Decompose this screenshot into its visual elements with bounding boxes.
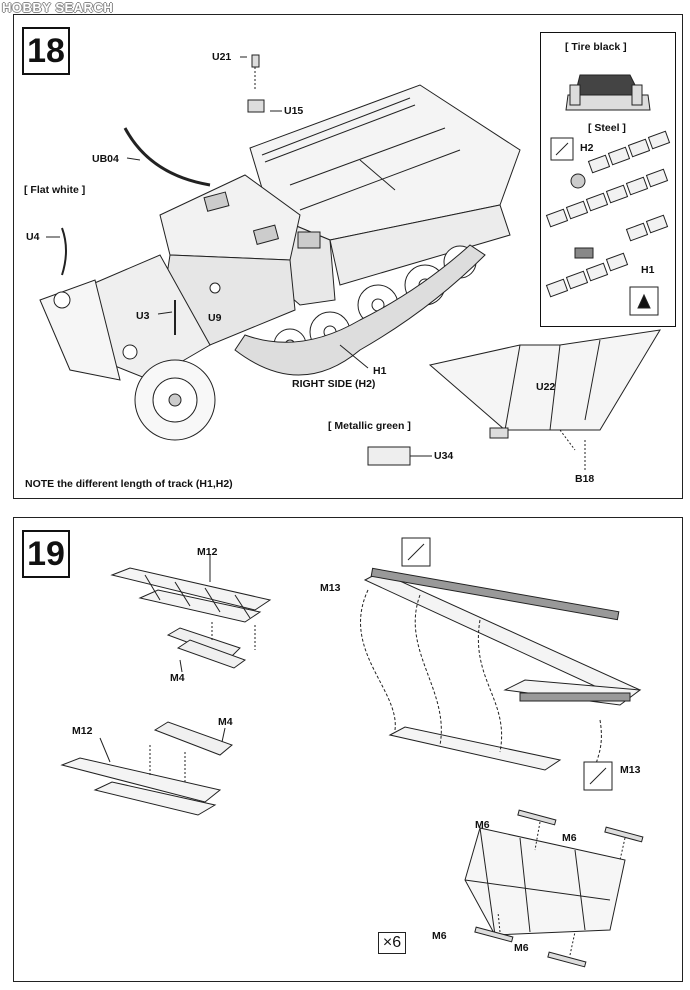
step-19-number: 19 (22, 530, 70, 578)
label-m12-top: M12 (197, 546, 218, 558)
label-u15: U15 (284, 105, 304, 117)
step-19-panel (13, 517, 683, 982)
label-b18: B18 (575, 473, 595, 485)
label-m13-right: M13 (620, 764, 641, 776)
label-h1-main: H1 (373, 365, 387, 377)
label-u9: U9 (208, 312, 222, 324)
inset-h1: H1 (641, 264, 655, 276)
inset-tire-black: [ Tire black ] (565, 41, 627, 53)
label-m6-top-right: M6 (562, 832, 577, 844)
inset-h2: H2 (580, 142, 594, 154)
step-18-number: 18 (22, 27, 70, 75)
multiplier-badge: ×6 (378, 932, 406, 954)
label-m6-top-left: M6 (475, 819, 490, 831)
watermark: HOBBY SEARCH (2, 0, 114, 15)
label-u3: U3 (136, 310, 150, 322)
inset-steel: [ Steel ] (588, 122, 626, 134)
label-u4: U4 (26, 231, 40, 243)
label-m4-top: M4 (170, 672, 185, 684)
label-ub04: UB04 (92, 153, 119, 165)
label-m6-bottom-right: M6 (514, 942, 529, 954)
label-u34: U34 (434, 450, 454, 462)
note-track-length: NOTE the different length of track (H1,H… (25, 478, 233, 490)
step-18-panel (13, 14, 683, 499)
label-u22: U22 (536, 381, 556, 393)
label-m6-bottom-left: M6 (432, 930, 447, 942)
label-u21: U21 (212, 51, 232, 63)
label-m4-bottom: M4 (218, 716, 233, 728)
label-m12-bottom: M12 (72, 725, 93, 737)
label-right-side: RIGHT SIDE (H2) (292, 378, 376, 390)
label-m13-left: M13 (320, 582, 341, 594)
label-metallic-green: [ Metallic green ] (328, 420, 411, 432)
label-flat-white: [ Flat white ] (24, 184, 86, 196)
